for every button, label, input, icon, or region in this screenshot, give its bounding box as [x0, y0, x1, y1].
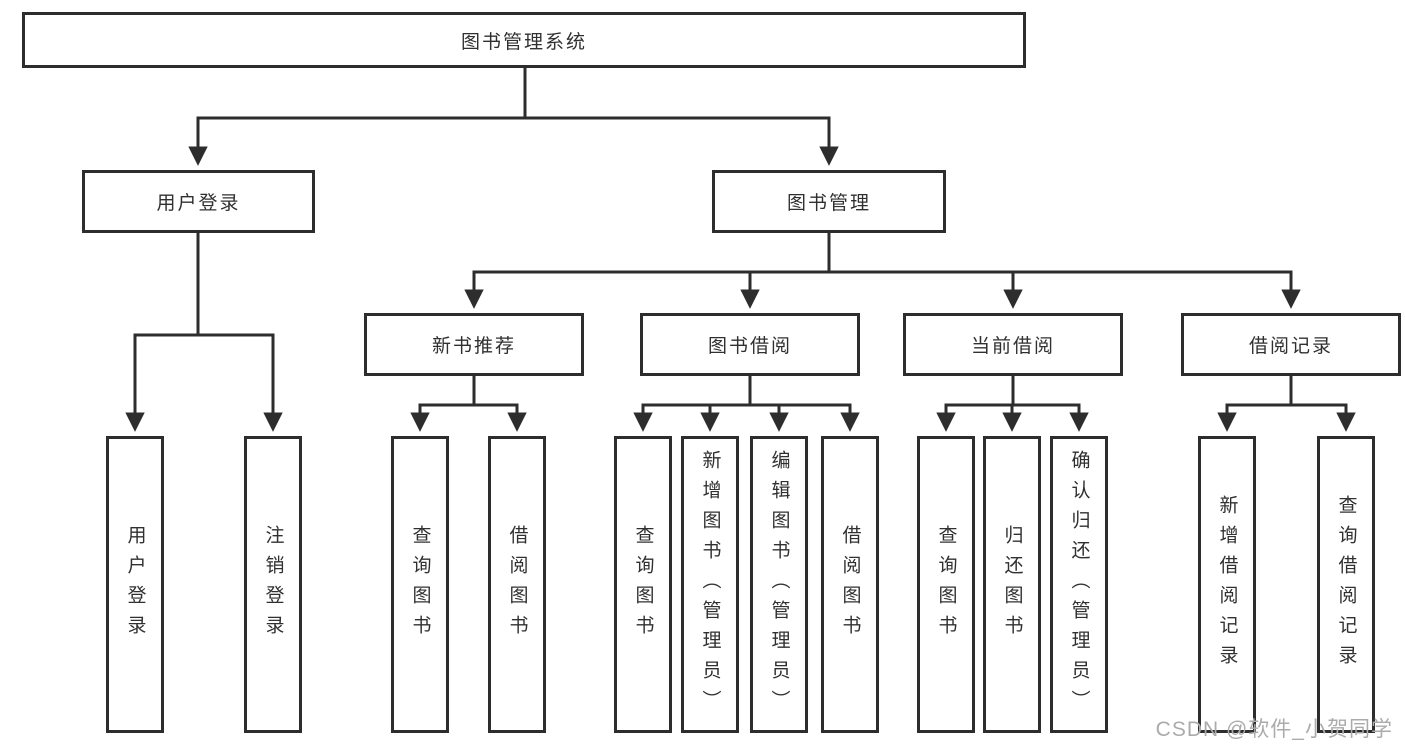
node-book-borrow: 图书借阅 — [640, 313, 860, 376]
node-borrow-records: 借阅记录 — [1181, 313, 1401, 376]
node-current-borrow: 当前借阅 — [903, 313, 1123, 376]
leaf-query-books-current: 查询图书 — [917, 436, 975, 733]
leaf-borrow-books: 借阅图书 — [821, 436, 879, 733]
leaf-confirm-return-admin: 确认归还（管理员） — [1050, 436, 1108, 733]
node-new-book-recommend: 新书推荐 — [364, 313, 584, 376]
node-book-management: 图书管理 — [712, 170, 946, 233]
leaf-borrow-books-recommend: 借阅图书 — [488, 436, 546, 733]
leaf-return-book: 归还图书 — [983, 436, 1041, 733]
leaf-query-borrow-record: 查询借阅记录 — [1317, 436, 1375, 733]
csdn-watermark: CSDN @软件_小贺同学 — [1155, 718, 1393, 741]
leaf-edit-book-admin: 编辑图书（管理员） — [750, 436, 808, 733]
leaf-query-books-borrow: 查询图书 — [614, 436, 672, 733]
leaf-add-borrow-record: 新增借阅记录 — [1198, 436, 1256, 733]
leaf-logout: 注销登录 — [244, 436, 302, 733]
leaf-query-books-recommend: 查询图书 — [391, 436, 449, 733]
node-user-login: 用户登录 — [82, 170, 315, 233]
leaf-add-book-admin: 新增图书（管理员） — [681, 436, 739, 733]
node-root: 图书管理系统 — [22, 12, 1026, 68]
leaf-user-login: 用户登录 — [106, 436, 164, 733]
